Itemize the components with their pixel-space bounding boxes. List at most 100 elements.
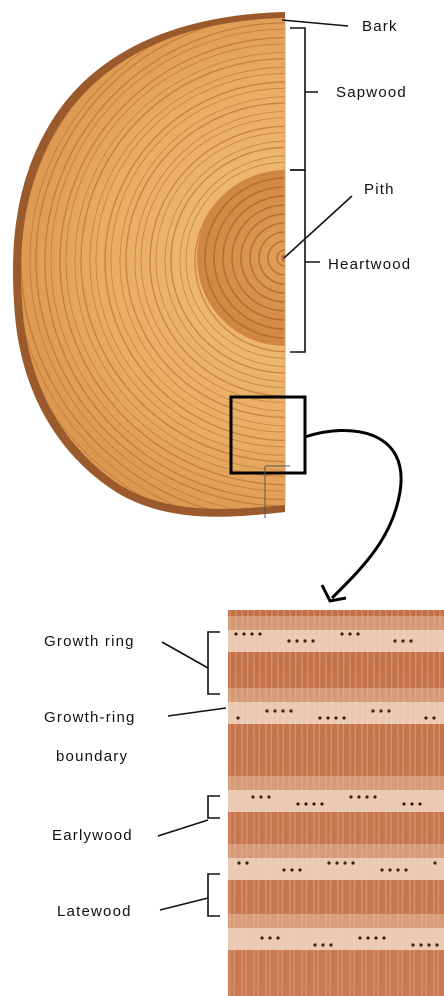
pore — [371, 709, 374, 712]
label-latewood: Latewood — [57, 903, 132, 920]
pore — [356, 632, 359, 635]
pore — [411, 943, 414, 946]
pore — [418, 802, 421, 805]
pore — [349, 795, 352, 798]
earlywood-band — [228, 702, 444, 724]
boundary-leader — [168, 708, 226, 716]
transition-band — [228, 776, 444, 790]
pore — [358, 936, 361, 939]
pore — [312, 802, 315, 805]
pore — [348, 632, 351, 635]
transition-band — [228, 844, 444, 858]
pore — [382, 936, 385, 939]
pore — [311, 639, 314, 642]
pore — [435, 943, 438, 946]
label-growth-ring: Growth ring — [44, 633, 135, 650]
pore — [379, 709, 382, 712]
pore — [276, 936, 279, 939]
pore — [304, 802, 307, 805]
pore — [340, 632, 343, 635]
pore — [393, 639, 396, 642]
pore — [401, 639, 404, 642]
pore — [245, 861, 248, 864]
label-sapwood: Sapwood — [336, 84, 407, 101]
label-earlywood: Earlywood — [52, 827, 133, 844]
label-growth-ring-boundary-1: Growth-ring — [44, 709, 136, 726]
pore — [273, 709, 276, 712]
pore — [366, 936, 369, 939]
latewood-bracket — [208, 874, 220, 916]
pore — [267, 795, 270, 798]
pore — [303, 639, 306, 642]
pore — [318, 716, 321, 719]
pore — [250, 632, 253, 635]
label-growth-ring-boundary-2: boundary — [56, 748, 128, 765]
label-bark: Bark — [362, 18, 398, 35]
pore — [424, 716, 427, 719]
earlywood-leader — [158, 820, 208, 836]
pore — [373, 795, 376, 798]
pore — [260, 936, 263, 939]
pore — [290, 868, 293, 871]
pore — [281, 709, 284, 712]
earlywood-band — [228, 928, 444, 950]
pore — [298, 868, 301, 871]
earlywood-band — [228, 790, 444, 812]
transition-band — [228, 688, 444, 702]
pore — [380, 868, 383, 871]
sapwood-bracket — [290, 28, 318, 170]
label-heartwood: Heartwood — [328, 256, 411, 273]
pore — [321, 943, 324, 946]
pore — [265, 709, 268, 712]
latewood-leader — [160, 898, 208, 910]
label-pith: Pith — [364, 181, 395, 198]
pore — [427, 943, 430, 946]
pore — [251, 795, 254, 798]
heartwood-bracket — [290, 170, 320, 352]
pore — [334, 716, 337, 719]
zoom-arrow — [305, 430, 401, 598]
bark-leader-line — [282, 20, 348, 26]
bottom-annotation-lines — [158, 632, 226, 916]
pore — [295, 639, 298, 642]
pore — [327, 861, 330, 864]
pore — [396, 868, 399, 871]
pore — [237, 861, 240, 864]
growth-ring-leader — [162, 642, 208, 668]
pore — [313, 943, 316, 946]
pore — [342, 716, 345, 719]
pore — [289, 709, 292, 712]
pore — [343, 861, 346, 864]
earlywood-band — [228, 858, 444, 880]
microscopic-view — [228, 610, 444, 996]
pore — [357, 795, 360, 798]
earlywood-bracket — [208, 796, 220, 818]
pore — [326, 716, 329, 719]
top-annotation-lines — [282, 20, 352, 352]
pore — [329, 943, 332, 946]
pore — [335, 861, 338, 864]
pore — [320, 802, 323, 805]
pore — [419, 943, 422, 946]
pore — [234, 632, 237, 635]
pore — [296, 802, 299, 805]
pore — [236, 716, 239, 719]
pore — [287, 639, 290, 642]
pore — [282, 868, 285, 871]
pore — [268, 936, 271, 939]
pore — [388, 868, 391, 871]
pore — [410, 802, 413, 805]
pore — [433, 861, 436, 864]
pore — [374, 936, 377, 939]
pore — [259, 795, 262, 798]
pore — [409, 639, 412, 642]
pore — [258, 632, 261, 635]
transition-band — [228, 616, 444, 630]
pore — [432, 716, 435, 719]
pore — [387, 709, 390, 712]
pith-leader-line — [284, 196, 352, 258]
pore — [402, 802, 405, 805]
pore — [404, 868, 407, 871]
growth-ring-bracket — [208, 632, 220, 694]
pore — [351, 861, 354, 864]
